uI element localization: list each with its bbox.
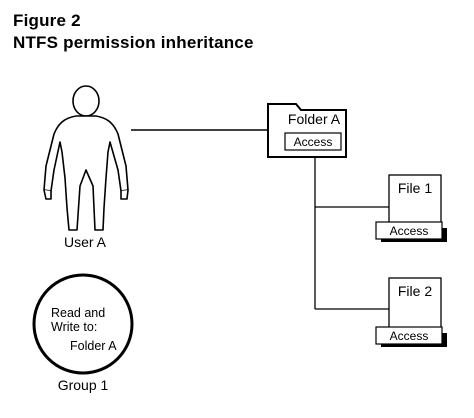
folder-a: Folder A Access: [267, 103, 347, 158]
user-label: User A: [64, 234, 107, 250]
file-1-access-label: Access: [390, 224, 429, 238]
figure-number: Figure 2: [13, 11, 81, 30]
figure-heading: Figure 2 NTFS permission inheritance: [13, 10, 254, 54]
file-1-access-box: [375, 221, 443, 240]
file-2-access-label: Access: [390, 329, 429, 343]
inheritance-connectors: [314, 157, 389, 310]
group-circle: [32, 273, 134, 375]
folder-access-label: Access: [294, 135, 333, 149]
folder-access-box: [284, 132, 342, 151]
user-icon: [43, 85, 129, 231]
folder-label: Folder A: [288, 111, 341, 127]
group-rights-line-1: Read and: [51, 306, 105, 320]
file-2: File 2 Access: [375, 277, 447, 347]
group-rights-line-2: Write to:: [51, 320, 97, 334]
file-1: File 1 Access: [375, 174, 447, 242]
group-rights-line-3: Folder A: [70, 339, 117, 353]
file-2-access-box: [375, 326, 443, 345]
file-1-label: File 1: [398, 180, 432, 196]
figure-title: NTFS permission inheritance: [13, 33, 254, 52]
file-2-label: File 2: [398, 283, 432, 299]
group-label: Group 1: [58, 377, 109, 393]
group-1: Read and Write to: Folder A: [32, 273, 134, 375]
